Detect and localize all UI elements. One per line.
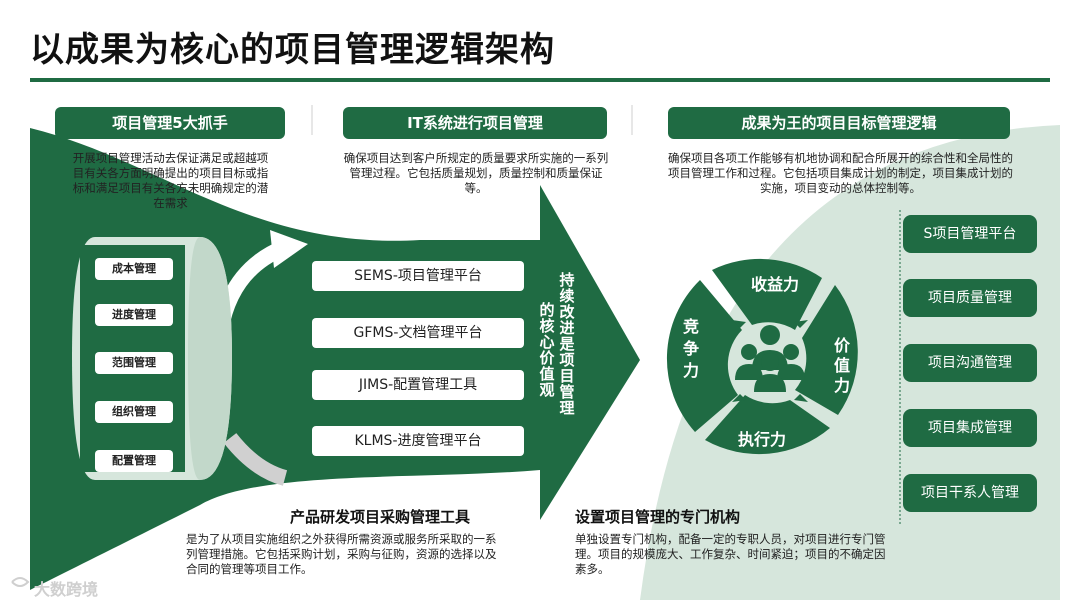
- platform-jims: JIMS-配置管理工具: [312, 370, 524, 400]
- circle-label-right: 价值力: [833, 336, 850, 395]
- circle-label-top: 收益力: [750, 275, 799, 294]
- platform-sems: SEMS-项目管理平台: [312, 261, 524, 291]
- section-desc-1: 开展项目管理活动去保证满足或超越项目有关各方面明确提出的项目目标或指标和满足项目…: [72, 151, 269, 210]
- drum-item-organization: 组织管理: [95, 401, 173, 423]
- section-header-3: 成果为王的项目目标管理逻辑: [668, 107, 1010, 139]
- bottom-right-desc: 单独设置专门机构，配备一定的专职人员，对项目进行专门管理。项目的规模庞大、工作复…: [575, 532, 886, 576]
- people-icon: [732, 320, 808, 402]
- circle-ring: [666, 258, 858, 455]
- watermark-text: 大数跨境: [34, 580, 99, 599]
- circle-label-bottom: 执行力: [737, 430, 786, 449]
- drum-item-scope: 范围管理: [95, 352, 173, 374]
- bottom-left-title: 产品研发项目采购管理工具: [290, 508, 471, 526]
- mgmt-item-quality: 项目质量管理: [903, 279, 1037, 317]
- curved-arrow-head: [270, 230, 308, 268]
- circle-label-left: 竞争力: [682, 317, 699, 380]
- title-divider: [30, 78, 1050, 82]
- mgmt-item-integration: 项目集成管理: [903, 409, 1037, 447]
- drum-item-cost: 成本管理: [95, 258, 173, 280]
- arrow-text-col2: 的核心价值观: [539, 301, 555, 399]
- section-header-1: 项目管理5大抓手: [55, 107, 285, 139]
- drum-item-configuration: 配置管理: [95, 450, 173, 472]
- mgmt-item-platform: S项目管理平台: [903, 215, 1037, 253]
- ring-segment-left: [666, 280, 742, 432]
- drum-shadow: [223, 432, 288, 486]
- arrow-text-col1: 持续改进是项目管理: [559, 271, 575, 417]
- drum-item-schedule: 进度管理: [95, 304, 173, 326]
- platform-gfms: GFMS-文档管理平台: [312, 318, 524, 348]
- section-desc-2: 确保项目达到客户所规定的质量要求所实施的一系列管理过程。它包括质量规划，质量控制…: [343, 151, 609, 195]
- bottom-left-desc: 是为了从项目实施组织之外获得所需资源或服务所采取的一系列管理措施。它包括采购计划…: [186, 532, 497, 576]
- ring-segment-right: [795, 285, 858, 415]
- watermark-logo-icon: [11, 577, 30, 587]
- page-title: 以成果为核心的项目管理逻辑架构: [30, 30, 555, 70]
- bottom-right-title: 设置项目管理的专门机构: [575, 508, 741, 526]
- mgmt-item-stakeholder: 项目干系人管理: [903, 474, 1037, 512]
- section-desc-3: 确保项目各项工作能够有机地协调和配合所展开的综合性和全局性的项目管理工作和过程。…: [668, 151, 1013, 195]
- ring-segment-bottom: [705, 395, 830, 455]
- mgmt-item-communication: 项目沟通管理: [903, 344, 1037, 382]
- platform-klms: KLMS-进度管理平台: [312, 426, 524, 456]
- ring-segment-top: [712, 258, 822, 330]
- drum-edge: [188, 237, 232, 480]
- section-header-2: IT系统进行项目管理: [343, 107, 607, 139]
